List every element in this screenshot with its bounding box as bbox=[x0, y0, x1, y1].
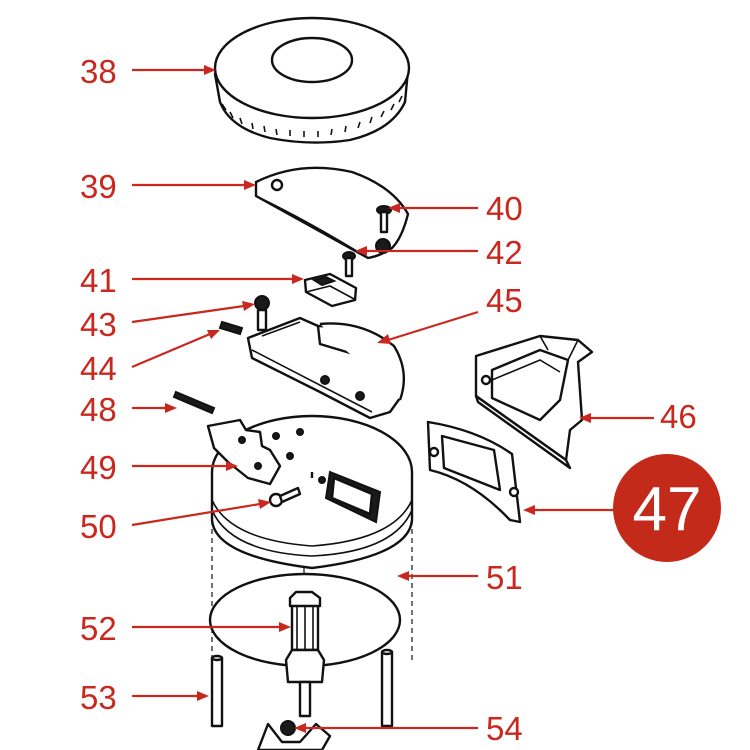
part-43-nut bbox=[254, 295, 270, 332]
callout-49: 49 bbox=[80, 449, 238, 486]
part-39-cover-plate bbox=[254, 166, 410, 260]
callout-41: 41 bbox=[80, 262, 304, 299]
callout-label-39: 39 bbox=[80, 168, 117, 205]
badge-label: 47 bbox=[633, 475, 702, 544]
part-46-chute bbox=[474, 334, 594, 470]
callout-label-44: 44 bbox=[80, 350, 117, 387]
part-45-bracket bbox=[246, 316, 406, 420]
callout-label-42: 42 bbox=[486, 234, 523, 271]
part-50-screw bbox=[268, 486, 302, 508]
callout-label-38: 38 bbox=[80, 53, 117, 90]
callout-label-48: 48 bbox=[80, 391, 117, 428]
badge-circle bbox=[613, 454, 721, 562]
callout-54: 54 bbox=[294, 710, 523, 747]
callout-label-41: 41 bbox=[80, 262, 117, 299]
part-52-base-disc bbox=[208, 572, 402, 718]
part-48-pin bbox=[172, 390, 216, 415]
part-54-nut bbox=[256, 720, 332, 750]
part-49-deflector bbox=[206, 418, 282, 486]
callout-52: 52 bbox=[80, 610, 291, 647]
callout-45: 45 bbox=[377, 282, 523, 344]
callout-label-49: 49 bbox=[80, 449, 117, 486]
callout-44: 44 bbox=[80, 330, 220, 387]
assembly-guide-lines bbox=[211, 520, 413, 662]
callout-51: 51 bbox=[397, 559, 523, 596]
callout-47 bbox=[523, 505, 616, 515]
knurled-rim bbox=[221, 95, 403, 137]
callout-label-52: 52 bbox=[80, 610, 117, 647]
part-41-switch bbox=[303, 272, 358, 308]
callout-label-53: 53 bbox=[80, 679, 117, 716]
highlighted-part-badge: 47 bbox=[613, 454, 721, 562]
callout-label-40: 40 bbox=[486, 190, 523, 227]
part-47-curved-plate bbox=[426, 420, 522, 524]
callout-label-50: 50 bbox=[80, 508, 117, 545]
part-38-lid bbox=[213, 16, 411, 144]
callout-38: 38 bbox=[80, 53, 216, 90]
callout-42: 42 bbox=[355, 234, 523, 271]
callout-43: 43 bbox=[80, 301, 255, 343]
callout-label-54: 54 bbox=[486, 710, 523, 747]
part-40-screw bbox=[376, 205, 392, 234]
callout-40: 40 bbox=[388, 190, 523, 227]
callout-46: 46 bbox=[579, 398, 697, 435]
callout-39: 39 bbox=[80, 168, 256, 205]
part-42-screw bbox=[342, 251, 356, 278]
part-44-screw bbox=[218, 320, 244, 336]
callout-53: 53 bbox=[80, 679, 209, 716]
callout-label-46: 46 bbox=[660, 398, 697, 435]
callout-label-51: 51 bbox=[486, 559, 523, 596]
callout-48: 48 bbox=[80, 391, 177, 428]
callout-50: 50 bbox=[80, 499, 271, 545]
callout-label-45: 45 bbox=[486, 282, 523, 319]
part-53-pillars bbox=[210, 648, 394, 728]
callout-label-43: 43 bbox=[80, 306, 117, 343]
